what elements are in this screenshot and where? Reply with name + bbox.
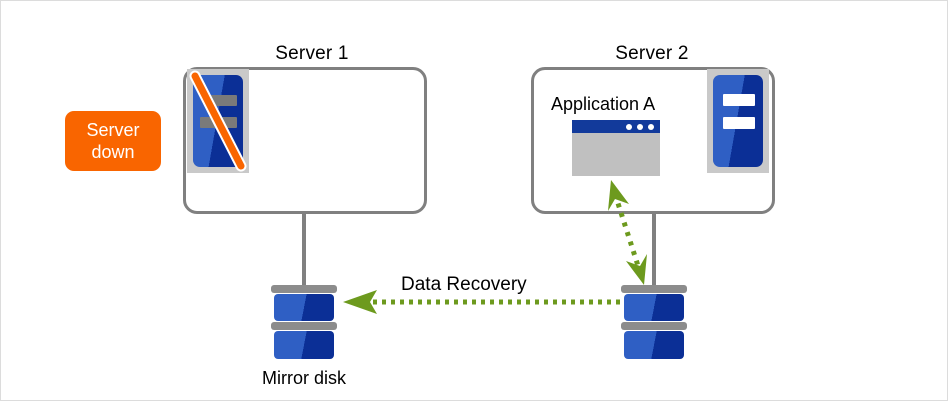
server2-disk-connector <box>652 213 656 287</box>
server-chassis <box>713 75 763 167</box>
server1-title: Server 1 <box>275 43 349 64</box>
server-chassis <box>193 75 243 167</box>
disk-segment-bottom <box>624 331 684 359</box>
application-window-icon <box>572 120 660 176</box>
server-bar-top <box>209 95 237 106</box>
status-badge-server-down: Server down <box>65 111 161 171</box>
left-arrow-dotted-icon <box>337 289 627 315</box>
server-bar-top <box>723 94 755 106</box>
server-down-icon <box>187 69 249 173</box>
disk-cap-top <box>271 285 337 293</box>
disk-segment-top <box>624 294 684 321</box>
server-bar-bottom <box>200 117 237 128</box>
app-dot-3 <box>648 124 654 130</box>
application-a-label: Application A <box>551 94 656 114</box>
status-badge-line2: down <box>91 142 135 162</box>
server-bar-bottom <box>723 117 755 129</box>
double-arrow-dotted-icon <box>596 177 666 289</box>
server2-title: Server 2 <box>615 43 689 64</box>
server-icon <box>707 69 769 173</box>
app-dot-2 <box>637 124 643 130</box>
app-titlebar <box>572 120 660 133</box>
disk-cap-top <box>621 285 687 293</box>
disk-icon <box>621 285 687 363</box>
server1-disk-connector <box>302 213 306 287</box>
disk-segment-top <box>274 294 334 321</box>
app-dot-1 <box>626 124 632 130</box>
mirror-disk-label: Mirror disk <box>262 368 346 388</box>
disk-segment-bottom <box>274 331 334 359</box>
mirror-disk-icon <box>271 285 337 363</box>
status-badge-line1: Server <box>86 120 140 140</box>
disk-cap-middle <box>271 322 337 330</box>
disk-cap-middle <box>621 322 687 330</box>
data-recovery-label: Data Recovery <box>401 274 527 295</box>
